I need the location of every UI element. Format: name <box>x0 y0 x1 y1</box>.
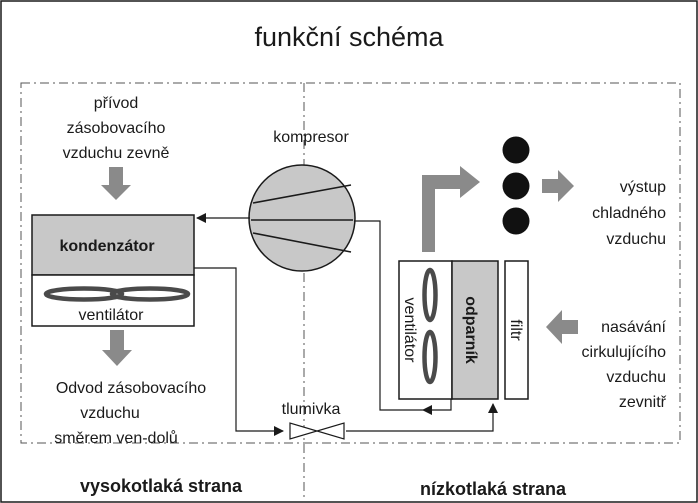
svg-text:nasávání: nasávání <box>601 319 666 336</box>
svg-text:směrem ven-dolů: směrem ven-dolů <box>54 429 178 447</box>
line-evaporator-return <box>422 398 452 415</box>
svg-text:chladného: chladného <box>592 205 666 222</box>
valve-icon <box>289 422 345 440</box>
return-air-in-arrow <box>546 310 578 344</box>
line-valve-to-evaporator <box>346 403 498 432</box>
condenser-label: kondenzátor <box>59 238 154 255</box>
svg-text:vzduchu: vzduchu <box>606 369 666 386</box>
cold-air-up-arrow <box>422 166 480 252</box>
nasavani-label: nasávání cirkulujícího vzduchu zevnitř <box>582 319 667 411</box>
diagram-title: funkční schéma <box>254 22 444 52</box>
filter-label: filtr <box>507 319 524 341</box>
svg-text:vzduchu zevně: vzduchu zevně <box>63 145 170 162</box>
evaporator-fan-label: ventilátor <box>401 298 418 364</box>
compressor-icon <box>248 164 356 272</box>
fan-blade-right-icon <box>109 286 191 302</box>
evaporator-unit: ventilátor odparník filtr <box>398 260 529 400</box>
svg-text:přívod: přívod <box>94 95 138 112</box>
outlet-dot-1 <box>502 136 530 164</box>
evaporator-box <box>451 260 499 400</box>
privod-label: přívod zásobovacího vzduchu zevně <box>63 95 170 162</box>
odvod-label: Odvod zásobovacího vzduchu směrem ven-do… <box>54 380 206 447</box>
fan-blade-top-icon <box>422 267 438 323</box>
outlet-dot-2 <box>502 172 530 200</box>
exhaust-out-arrow <box>102 330 132 366</box>
svg-text:Odvod zásobovacího: Odvod zásobovacího <box>56 380 206 397</box>
valve-label: tlumivka <box>282 401 341 418</box>
svg-text:zásobovacího: zásobovacího <box>67 120 166 137</box>
line-condenser-to-valve <box>194 267 284 436</box>
cold-air-out-arrow <box>542 170 574 202</box>
line-return-to-compressor <box>354 220 423 411</box>
vystup-label: výstup chladného vzduchu <box>592 179 666 248</box>
condenser-box <box>31 214 195 276</box>
dashed-region <box>20 82 681 444</box>
svg-text:vzduchu: vzduchu <box>606 231 666 248</box>
svg-text:vzduchu: vzduchu <box>80 405 140 422</box>
filter-box <box>504 260 529 400</box>
condenser-fan-label: ventilátor <box>79 307 145 324</box>
svg-text:výstup: výstup <box>620 179 666 196</box>
fan-blade-bottom-icon <box>422 329 438 385</box>
svg-text:cirkulujícího: cirkulujícího <box>582 344 667 361</box>
condenser-unit: kondenzátor ventilátor <box>31 214 195 327</box>
low-pressure-side-label: nízkotlaká strana <box>420 479 567 499</box>
supply-in-arrow <box>101 167 131 200</box>
evaporator-label: odparník <box>462 296 479 364</box>
fan-blade-left-icon <box>43 286 125 302</box>
high-pressure-side-label: vysokotlaká strana <box>80 476 243 496</box>
svg-text:zevnitř: zevnitř <box>619 394 667 411</box>
compressor-label: kompresor <box>273 129 349 146</box>
outlet-dot-3 <box>502 207 530 235</box>
